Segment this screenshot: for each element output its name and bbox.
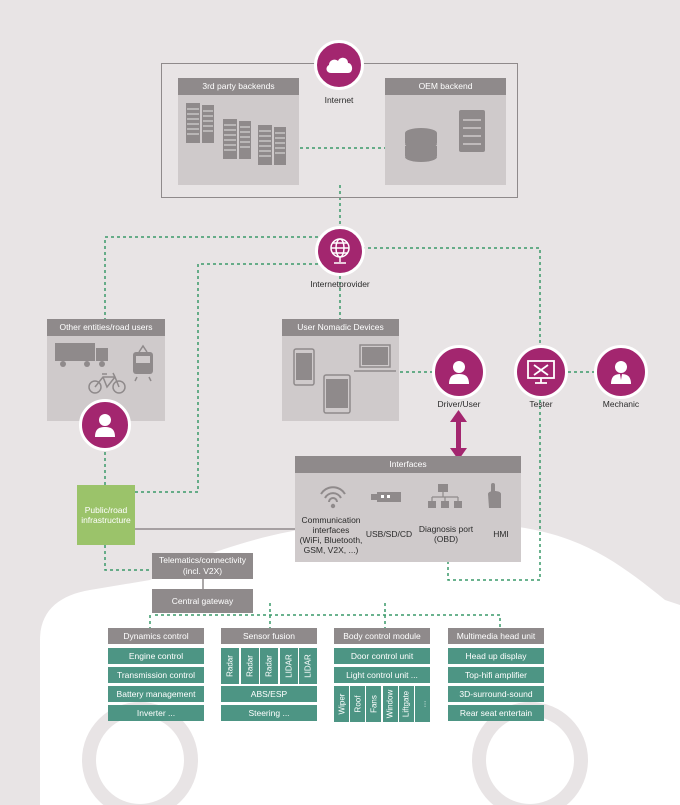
database-icon (405, 110, 485, 162)
radar-2: Radar (240, 648, 259, 684)
comm-line4: GSM, V2X, ...) (303, 545, 359, 555)
telematics-line2: (incl. V2X) (182, 566, 223, 576)
driver-user-label: Driver/User (437, 399, 481, 409)
3d-surround-sound: 3D-surround-sound (448, 686, 544, 702)
head-up-display: Head up display (448, 648, 544, 664)
lidar-2: LIDAR (299, 648, 317, 684)
tester-node (514, 345, 568, 399)
battery-management: Battery management (108, 686, 204, 702)
internetprovider-label: Internetprovider (310, 279, 370, 289)
user-nomadic-devices-title: User Nomadic Devices (282, 319, 399, 336)
communication-interfaces-label: Communication interfaces (WiFi, Bluetoot… (295, 515, 367, 555)
tester-label: Tester (529, 399, 553, 409)
hmi-label: HMI (493, 529, 509, 539)
tester-monitor-icon (527, 360, 555, 384)
telematics-box: Telematics/connectivity (incl. V2X) (152, 553, 253, 579)
server-rack-icon (186, 103, 286, 165)
dynamics-control-header: Dynamics control (108, 628, 204, 644)
diagnosis-port-label: Diagnosis port (OBD) (413, 524, 479, 544)
liftgate: Liftgate (398, 686, 414, 722)
radar-3-label: Radar (264, 655, 274, 677)
interfaces-panel: Interfaces Communication interfaces (WiF… (295, 456, 521, 562)
oem-backend-panel: OEM backend (385, 78, 506, 185)
diag-line2: (OBD) (433, 534, 459, 544)
window-label: Window (385, 689, 395, 719)
globe-icon (330, 238, 350, 264)
driver-user-node (432, 345, 486, 399)
fans: Fans (366, 686, 382, 722)
multimedia-head-unit-header: Multimedia head unit (448, 628, 544, 644)
lidar-1: LIDAR (279, 648, 298, 684)
body-more-label: ... (418, 700, 427, 708)
liftgate-label: Liftgate (401, 690, 411, 718)
telematics-line1: Telematics/connectivity (159, 555, 246, 565)
window: Window (382, 686, 398, 722)
diag-line1: Diagnosis port (418, 524, 474, 534)
lidar-1-label: LIDAR (284, 654, 293, 678)
user-nomadic-devices-panel: User Nomadic Devices (282, 319, 399, 421)
wiper-label: Wiper (337, 693, 346, 715)
internet-label: Internet (324, 95, 354, 105)
mechanic-node (594, 345, 648, 399)
top-hifi-amplifier: Top-hifi amplifier (448, 667, 544, 683)
oem-backend-title: OEM backend (385, 78, 506, 95)
transmission-control: Transmission control (108, 667, 204, 683)
devices-icon (293, 344, 396, 414)
radar-3: Radar (260, 648, 278, 684)
lidar-2-label: LIDAR (303, 654, 313, 678)
internetprovider-node (315, 226, 365, 276)
comm-line2: interfaces (312, 525, 350, 535)
sensor-fusion-header: Sensor fusion (221, 628, 317, 644)
rear-seat-entertain: Rear seat entertain (448, 705, 544, 721)
body-control-module-header: Body control module (334, 628, 430, 644)
inverter: Inverter ... (108, 705, 204, 721)
light-control-unit: Light control unit ... (334, 667, 430, 683)
public-infra-line2: infrastructure (81, 515, 131, 525)
engine-control: Engine control (108, 648, 204, 664)
radar-2-label: Radar (245, 655, 254, 677)
cloud-icon (326, 57, 353, 73)
road-user-node (79, 399, 131, 451)
steering: Steering ... (221, 705, 317, 721)
interfaces-icons (320, 483, 501, 509)
comm-line1: Communication (301, 515, 361, 525)
body-more: ... (415, 686, 430, 722)
central-gateway-box: Central gateway (152, 589, 253, 613)
driver-person-icon (449, 361, 469, 384)
third-party-backends-panel: 3rd party backends (178, 78, 299, 185)
public-road-infrastructure: Public/road infrastructure (77, 485, 135, 545)
other-entities-title: Other entities/road users (47, 319, 165, 336)
person-icon (95, 414, 115, 437)
public-infra-line1: Public/road (84, 505, 128, 515)
wiper: Wiper (334, 686, 349, 722)
mechanic-label: Mechanic (602, 399, 640, 409)
radar-1: Radar (221, 648, 239, 684)
roof-label: Roof (353, 695, 363, 713)
roof: Roof (350, 686, 366, 722)
comm-line3: (WiFi, Bluetooth, (299, 535, 363, 545)
internet-node (314, 40, 364, 90)
interfaces-title: Interfaces (295, 456, 521, 473)
vehicles-icon (55, 343, 153, 394)
usb-sd-cd-label: USB/SD/CD (365, 529, 413, 539)
mechanic-person-icon (611, 361, 631, 384)
fans-label: Fans (369, 695, 379, 713)
radar-1-label: Radar (225, 655, 235, 677)
third-party-backends-title: 3rd party backends (178, 78, 299, 95)
abs-esp: ABS/ESP (221, 686, 317, 702)
door-control-unit: Door control unit (334, 648, 430, 664)
